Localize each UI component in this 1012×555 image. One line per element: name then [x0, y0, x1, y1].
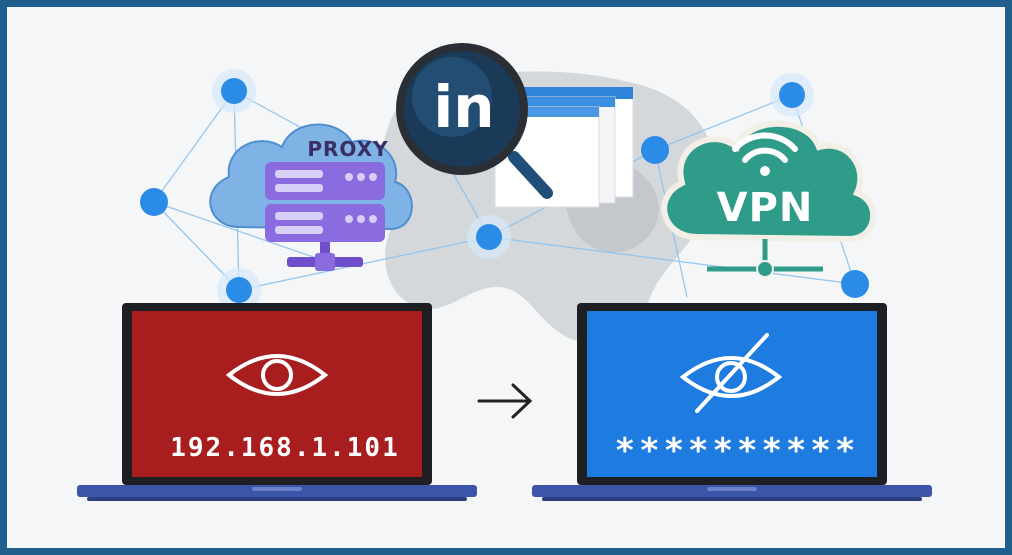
masked-ip-address: **********	[614, 431, 860, 471]
eye-icon	[225, 354, 329, 396]
arrow-right-icon	[477, 383, 533, 419]
vpn-label: VPN	[716, 185, 814, 231]
network-node-icon	[841, 270, 869, 298]
wifi-icon	[732, 132, 798, 176]
exposed-ip-address: 192.168.1.101	[170, 433, 400, 463]
server-icon	[265, 162, 385, 271]
illustration-canvas	[77, 43, 932, 501]
network-node-icon	[467, 215, 511, 259]
network-node-icon	[212, 69, 256, 113]
hidden-laptop	[532, 303, 932, 501]
linkedin-logo: in	[433, 73, 495, 141]
exposed-laptop	[77, 303, 477, 501]
magnifier-icon	[396, 43, 553, 199]
network-nodes	[140, 69, 869, 312]
network-node-icon	[770, 73, 814, 117]
vpn-cloud-icon	[661, 120, 877, 278]
proxy-label: PROXY	[307, 137, 389, 161]
network-node-icon	[217, 268, 261, 312]
network-node-icon	[140, 188, 168, 216]
eye-slash-icon	[679, 333, 783, 413]
network-node-icon	[641, 136, 669, 164]
